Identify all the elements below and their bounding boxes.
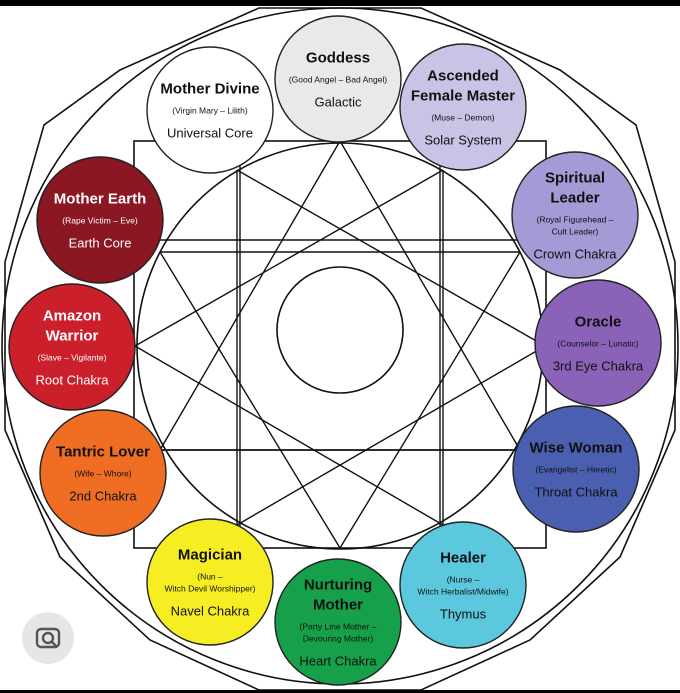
circle-subtitle: (Virgin Mary – Lilith): [172, 105, 248, 115]
circle-subtitle: Witch Herbalist/Midwife): [417, 586, 508, 596]
visual-search-button[interactable]: [22, 612, 74, 664]
star-line: [159, 251, 341, 549]
circle-subtitle: Witch Devil Worshipper): [164, 583, 255, 593]
figure-circle-tantric: Tantric Lover (Wife – Whore) 2nd Chakra: [39, 409, 167, 537]
star-lines: [134, 140, 546, 549]
circle-subtitle: (Counselor – Lunatic): [557, 338, 638, 348]
circle-subtitle: (Evangelist – Heretic): [535, 464, 616, 474]
circle-location: Universal Core: [167, 126, 253, 141]
circle-subtitle: Cult Leader): [552, 226, 599, 236]
figure-circles: Goddess(Good Angel – Bad Angel)GalacticA…: [8, 15, 662, 686]
circle-subtitle: Devouring Mother): [303, 633, 374, 643]
circle-title: Warrior: [46, 328, 99, 345]
star-line: [134, 169, 444, 347]
circle-title: Mother Divine: [160, 81, 259, 98]
figure-circle-magician: Magician (Nun – Witch Devil Worshipper) Nav…: [146, 518, 274, 646]
bottom-border: [0, 690, 680, 693]
circle-subtitle: (Nun –: [197, 571, 223, 581]
circle-title: Healer: [440, 550, 486, 567]
circle-location: Solar System: [424, 133, 501, 148]
circle-title: Wise Woman: [530, 440, 623, 457]
circle-shape: [36, 156, 164, 284]
star-line: [159, 140, 341, 451]
circle-title: Tantric Lover: [56, 444, 150, 461]
circle-shape: [8, 283, 136, 411]
circle-subtitle: (Muse – Demon): [431, 112, 494, 122]
circle-title: Nurturing: [304, 577, 372, 594]
figure-circle-oracle: Oracle (Counselor – Lunatic) 3rd Eye Chakr…: [534, 279, 662, 407]
circle-subtitle: (Slave – Vigilante): [38, 352, 107, 362]
circle-title: Goddess: [306, 50, 370, 67]
circle-shape: [146, 46, 274, 174]
figure-circle-divine: Mother Divine (Virgin Mary – Lilith) Unive…: [146, 46, 274, 174]
circle-shape: [399, 43, 527, 171]
circle-shape: [274, 558, 402, 686]
circle-subtitle: (Rape Victim – Eve): [62, 215, 138, 225]
circle-location: 3rd Eye Chakra: [553, 359, 644, 374]
circle-title: Ascended: [427, 68, 499, 85]
circle-title: Magician: [178, 547, 242, 564]
circle-shape: [399, 521, 527, 649]
star-line: [236, 345, 546, 526]
star-line: [339, 251, 521, 549]
circle-title: Spiritual: [545, 170, 605, 187]
circle-subtitle: (Royal Figurehead –: [536, 214, 613, 224]
circle-location: Throat Chakra: [534, 485, 618, 500]
circle-location: Galactic: [315, 95, 362, 110]
circle-location: Thymus: [440, 607, 487, 622]
circle-title: Mother Earth: [54, 191, 147, 208]
circle-title: Leader: [550, 190, 599, 207]
camera-search-icon: [35, 627, 61, 649]
circle-title: Oracle: [575, 314, 622, 331]
inner-circle: [276, 266, 404, 394]
circle-location: Root Chakra: [36, 373, 110, 388]
circle-location: Earth Core: [69, 236, 132, 251]
figure-circle-earth: Mother Earth (Rape Victim – Eve) Earth Cor…: [36, 156, 164, 284]
circle-title: Mother: [313, 597, 363, 614]
circle-shape: [39, 409, 167, 537]
circle-shape: [512, 405, 640, 533]
circle-subtitle: (Nurse –: [447, 574, 480, 584]
star-line: [236, 169, 546, 347]
circle-location: Heart Chakra: [299, 654, 377, 669]
circle-title: Amazon: [43, 308, 101, 325]
circle-shape: [534, 279, 662, 407]
circle-subtitle: (Good Angel – Bad Angel): [289, 74, 387, 84]
circle-shape: [511, 151, 639, 279]
circle-shape: [274, 15, 402, 143]
top-border: [0, 0, 680, 6]
figure-circle-healer: Healer (Nurse – Witch Herbalist/Midwife) Th…: [399, 521, 527, 649]
figure-circle-wise: Wise Woman (Evangelist – Heretic) Throat C…: [512, 405, 640, 533]
star-line: [339, 140, 521, 451]
circle-subtitle: (Wife – Whore): [74, 468, 131, 478]
circle-location: 2nd Chakra: [69, 489, 137, 504]
star-line: [134, 345, 444, 526]
circle-location: Crown Chakra: [533, 247, 617, 262]
circle-shape: [146, 518, 274, 646]
figure-circle-goddess: Goddess (Good Angel – Bad Angel) Galactic: [274, 15, 402, 143]
circle-subtitle: (Party Line Mother –: [299, 621, 376, 631]
circle-title: Female Master: [411, 88, 515, 105]
circle-location: Navel Chakra: [171, 604, 251, 619]
